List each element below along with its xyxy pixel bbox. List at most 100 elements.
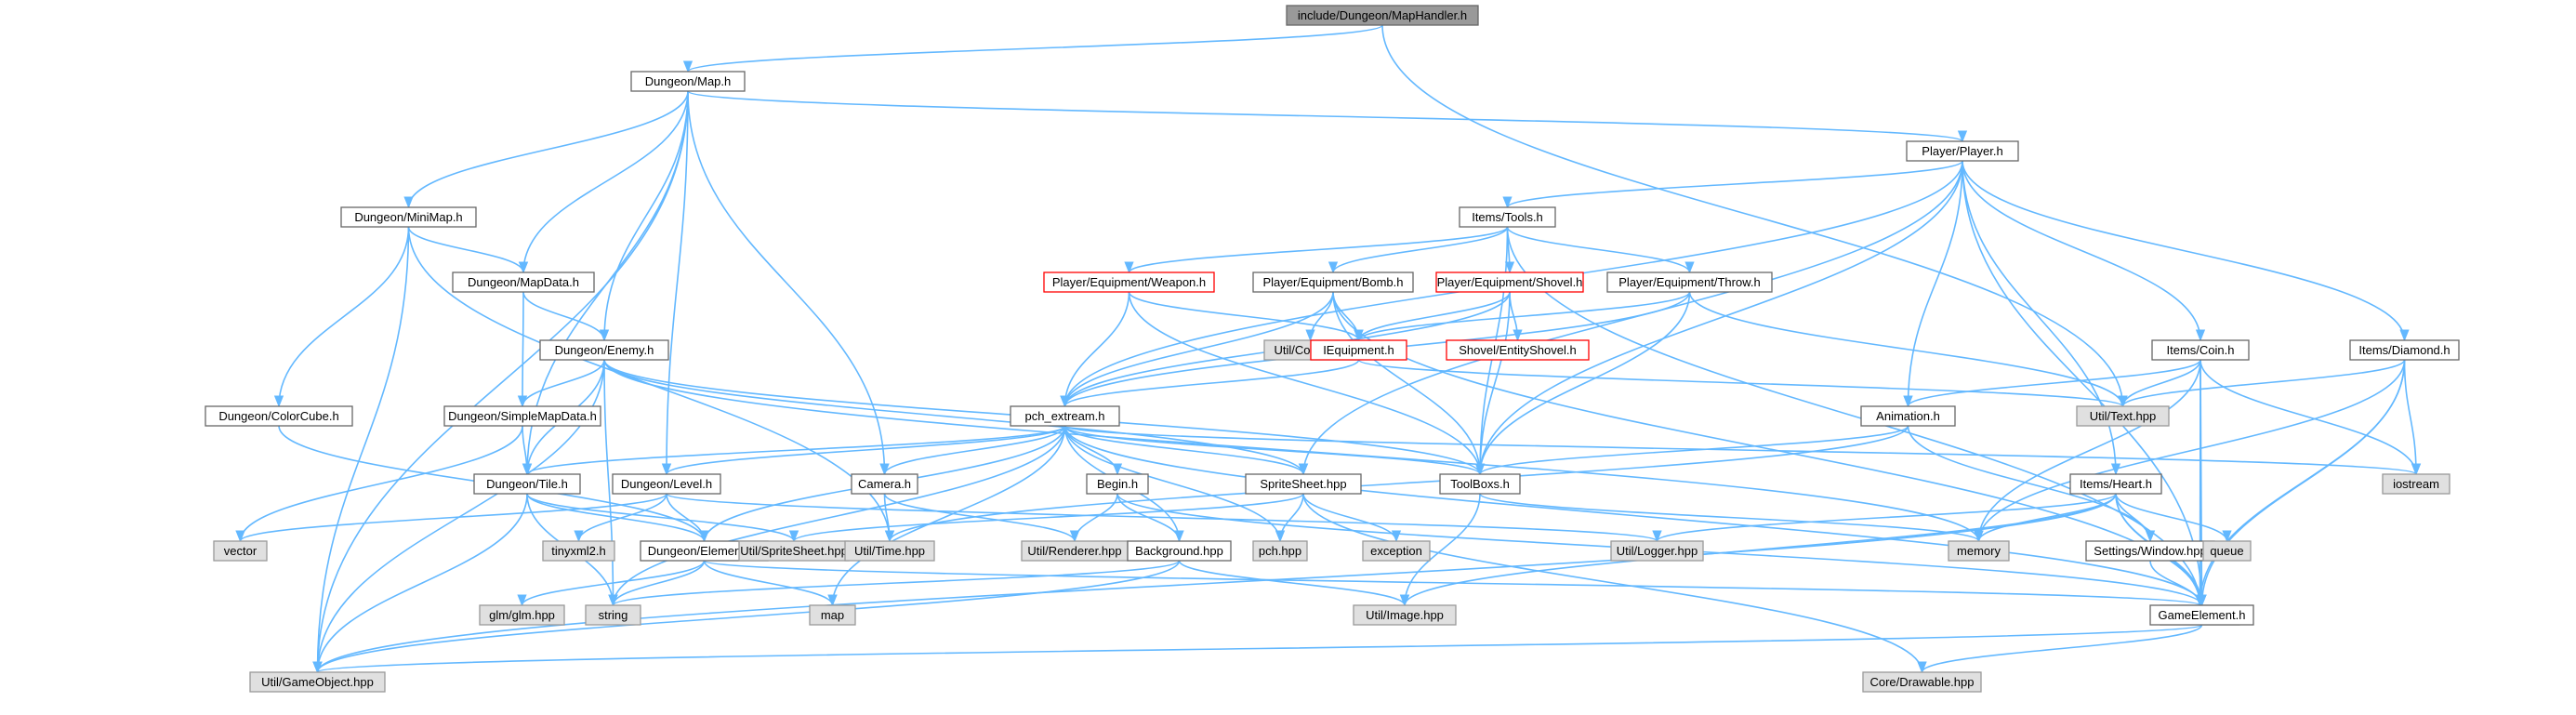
node-utilsprite[interactable]: Util/SpriteSheet.hpp [738, 540, 850, 562]
node-root[interactable]: include/Dungeon/MapHandler.h [1286, 5, 1479, 26]
node-renderer[interactable]: Util/Renderer.hpp [1021, 540, 1129, 562]
node-coin-label: Items/Coin.h [2167, 343, 2235, 357]
edge-map-to-enemy [599, 90, 689, 342]
edge-pch-to-pchhpp [1063, 425, 1286, 543]
edge-minimap-to-colorcube [273, 226, 410, 408]
node-shovel-label: Player/Equipment/Shovel.h [1437, 275, 1583, 289]
edge-simplemap-to-vector [235, 425, 523, 543]
node-colorcube-label: Dungeon/ColorCube.h [218, 409, 338, 423]
node-drawable-label: Core/Drawable.hpp [1869, 675, 1974, 689]
edge-tile-to-gameobject [312, 493, 528, 674]
edge-begin-to-renderer [1069, 493, 1118, 543]
edge-background-to-image [1178, 560, 1409, 607]
node-tools[interactable]: Items/Tools.h [1459, 206, 1556, 228]
node-mapstd[interactable]: map [809, 604, 856, 626]
node-animation[interactable]: Animation.h [1860, 405, 1956, 427]
edge-minimap-to-gameobject [312, 226, 410, 674]
node-bomb[interactable]: Player/Equipment/Bomb.h [1252, 271, 1414, 293]
node-coin[interactable]: Items/Coin.h [2151, 339, 2250, 361]
node-iequip[interactable]: IEquipment.h [1310, 339, 1407, 361]
node-vector-box [213, 540, 268, 562]
edge-level-to-elements [666, 493, 709, 543]
node-begin[interactable]: Begin.h [1086, 473, 1149, 495]
edge-tools-to-bomb [1328, 226, 1509, 274]
node-string[interactable]: string [585, 604, 641, 626]
node-tile[interactable]: Dungeon/Tile.h [473, 473, 581, 495]
node-image[interactable]: Util/Image.hpp [1353, 604, 1457, 626]
node-gameelement[interactable]: GameElement.h [2149, 604, 2254, 626]
node-iequip-label: IEquipment.h [1323, 343, 1394, 357]
node-text[interactable]: Util/Text.hpp [2076, 405, 2170, 427]
node-pch[interactable]: pch_extream.h [1010, 405, 1120, 427]
node-utilsprite-label: Util/SpriteSheet.hpp [740, 544, 848, 558]
node-glm-label: glm/glm.hpp [489, 608, 555, 622]
edge-heart-to-logger [1652, 493, 2117, 543]
node-mapstd-box [809, 604, 856, 626]
node-background-label: Background.hpp [1135, 544, 1223, 558]
node-image-box [1353, 604, 1457, 626]
edge-begin-to-background [1116, 493, 1184, 543]
node-minimap-box [340, 206, 477, 228]
node-logger[interactable]: Util/Logger.hpp [1610, 540, 1704, 562]
edge-pch-to-begin [1063, 425, 1123, 476]
edge-player-to-toolboxs [1474, 160, 1963, 476]
node-window[interactable]: Settings/Window.hpp [2085, 540, 2215, 562]
node-glm-box [479, 604, 565, 626]
node-level[interactable]: Dungeon/Level.h [612, 473, 721, 495]
edge-level-to-tinyxml [574, 493, 667, 543]
node-heart[interactable]: Items/Heart.h [2069, 473, 2162, 495]
node-map[interactable]: Dungeon/Map.h [630, 71, 746, 92]
node-gameobject-label: Util/GameObject.hpp [261, 675, 374, 689]
node-tile-label: Dungeon/Tile.h [486, 477, 568, 491]
node-shovel[interactable]: Player/Equipment/Shovel.h [1435, 271, 1584, 293]
node-camera[interactable]: Camera.h [851, 473, 918, 495]
node-minimap[interactable]: Dungeon/MiniMap.h [340, 206, 477, 228]
node-animation-box [1860, 405, 1956, 427]
node-spritesheet[interactable]: SpriteSheet.hpp [1245, 473, 1362, 495]
node-toolboxs[interactable]: ToolBoxs.h [1439, 473, 1521, 495]
node-enemy[interactable]: Dungeon/Enemy.h [539, 339, 669, 361]
node-drawable-box [1862, 671, 1982, 693]
node-memory[interactable]: memory [1948, 540, 2010, 562]
edge-weapon-to-pch [1060, 291, 1130, 408]
edge-coin-to-iostream [2200, 359, 2422, 476]
node-queue[interactable]: queue [2202, 540, 2252, 562]
node-mapdata[interactable]: Dungeon/MapData.h [452, 271, 595, 293]
edge-gameelement-to-gameobject [313, 624, 2203, 674]
edge-map-to-minimap [403, 90, 689, 209]
node-diamond[interactable]: Items/Diamond.h [2349, 339, 2460, 361]
node-tinyxml[interactable]: tinyxml2.h [542, 540, 615, 562]
node-gameobject[interactable]: Util/GameObject.hpp [249, 671, 386, 693]
node-heart-label: Items/Heart.h [2080, 477, 2152, 491]
edge-tile-to-utilsprite [526, 493, 799, 543]
node-tinyxml-label: tinyxml2.h [551, 544, 606, 558]
node-time-box [844, 540, 935, 562]
node-weapon-box [1043, 271, 1215, 293]
node-enemy-label: Dungeon/Enemy.h [555, 343, 654, 357]
node-mapdata-box [452, 271, 595, 293]
node-bomb-box [1252, 271, 1414, 293]
edge-heart-to-gameobject [312, 493, 2117, 674]
node-background[interactable]: Background.hpp [1127, 540, 1232, 562]
node-glm[interactable]: glm/glm.hpp [479, 604, 565, 626]
node-exception[interactable]: exception [1362, 540, 1431, 562]
edge-background-to-string [608, 560, 1181, 607]
node-text-label: Util/Text.hpp [2090, 409, 2157, 423]
node-time[interactable]: Util/Time.hpp [844, 540, 935, 562]
node-colorcube[interactable]: Dungeon/ColorCube.h [205, 405, 353, 427]
node-gameelement-label: GameElement.h [2159, 608, 2246, 622]
node-logger-box [1610, 540, 1704, 562]
node-pchhpp[interactable]: pch.hpp [1252, 540, 1308, 562]
node-throw[interactable]: Player/Equipment/Throw.h [1606, 271, 1773, 293]
node-player[interactable]: Player/Player.h [1906, 140, 2019, 162]
edge-elements-to-mapstd [703, 560, 838, 607]
node-begin-box [1086, 473, 1149, 495]
node-weapon[interactable]: Player/Equipment/Weapon.h [1043, 271, 1215, 293]
node-elements[interactable]: Dungeon/Elements.h [640, 540, 769, 562]
node-simplemap[interactable]: Dungeon/SimpleMapData.h [443, 405, 601, 427]
node-vector[interactable]: vector [213, 540, 268, 562]
node-drawable[interactable]: Core/Drawable.hpp [1862, 671, 1982, 693]
node-entityshovel[interactable]: Shovel/EntityShovel.h [1446, 339, 1590, 361]
node-iostream[interactable]: iostream [2382, 473, 2451, 495]
